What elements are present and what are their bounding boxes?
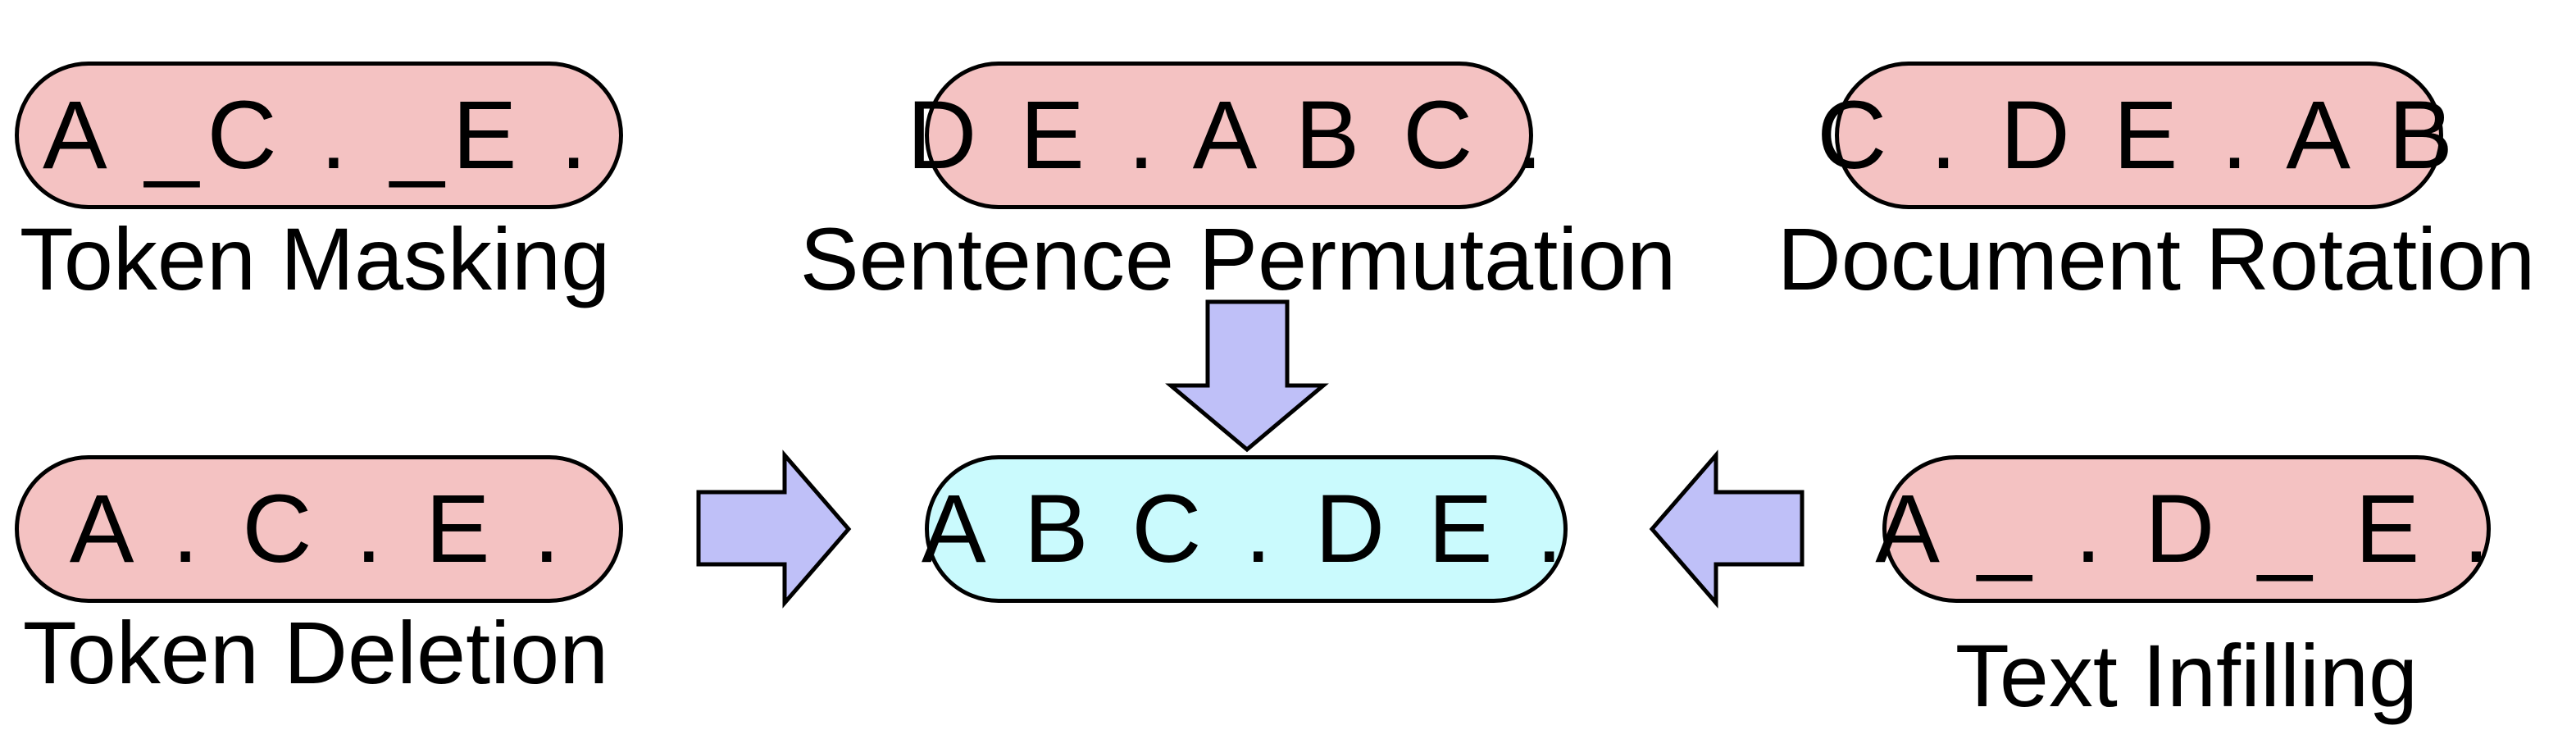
token-deletion-sequence: A . C . E . — [15, 455, 623, 603]
text-infilling-sequence: A _ . D _ E . — [1875, 455, 2491, 603]
down-arrow-icon — [1165, 299, 1329, 453]
token-masking-label: Token Masking — [19, 209, 611, 308]
original-sequence: A B C . D E . — [922, 455, 1568, 603]
sentence-permutation-sequence: D E . A B C . — [907, 62, 1543, 209]
token-deletion-label: Token Deletion — [22, 603, 609, 702]
text-infilling-label: Text Infilling — [1955, 626, 2419, 725]
sentence-permutation-label: Sentence Permutation — [799, 209, 1677, 308]
document-rotation-sequence: C . D E . A B — [1817, 62, 2453, 209]
left-arrow-icon — [1649, 449, 1805, 609]
token-masking-sequence: A _C . _E . — [15, 62, 623, 209]
document-rotation-label: Document Rotation — [1777, 209, 2536, 308]
right-arrow-icon — [696, 449, 852, 609]
